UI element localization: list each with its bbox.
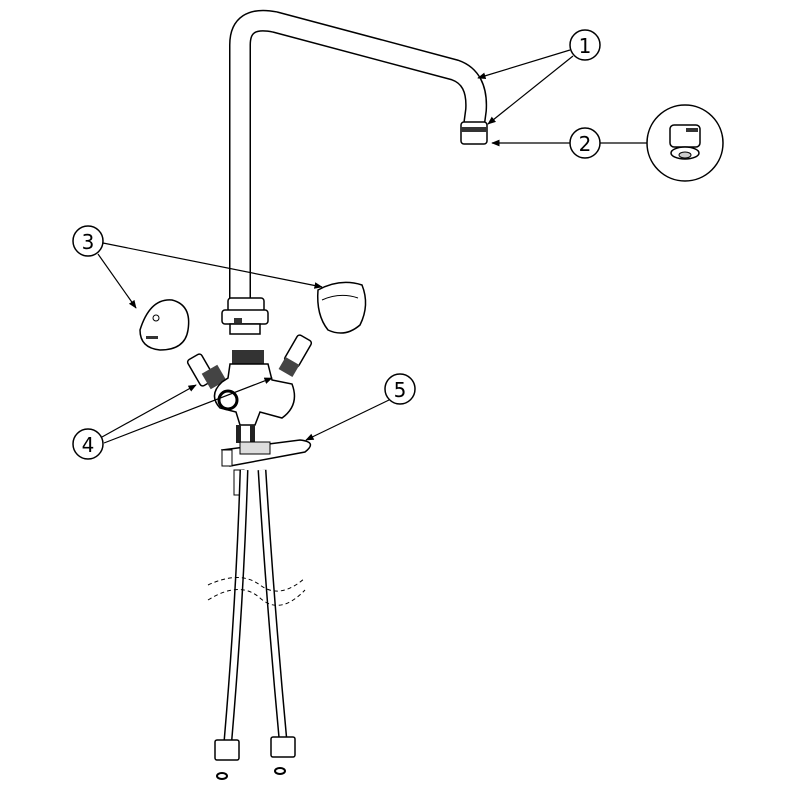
handle-right [316, 281, 367, 334]
callout-5-label: 5 [394, 378, 407, 402]
callout-4: 4 [72, 428, 104, 460]
hoses [207, 469, 306, 780]
faucet-body [213, 350, 296, 443]
leader-lines [97, 49, 647, 444]
spout-part [221, 9, 488, 335]
cartridge-right [278, 334, 313, 378]
aerator-inset [646, 104, 724, 182]
callout-1: 1 [569, 29, 601, 61]
callout-3-label: 3 [82, 230, 95, 254]
callout-1-label: 1 [579, 34, 592, 58]
callout-5: 5 [384, 373, 416, 405]
callout-4-label: 4 [82, 433, 95, 457]
callout-2-label: 2 [579, 132, 592, 156]
callout-3: 3 [72, 225, 104, 257]
base-plate [220, 439, 312, 496]
callout-2: 2 [569, 127, 601, 159]
handle-left [139, 299, 190, 351]
